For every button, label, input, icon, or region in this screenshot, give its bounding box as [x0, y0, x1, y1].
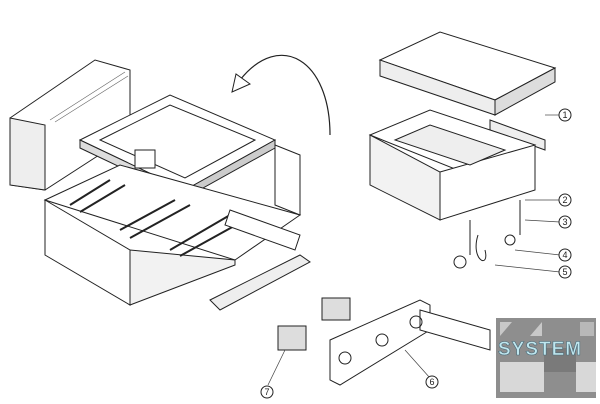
svg-text:3: 3 [562, 217, 567, 227]
gas-valve [277, 297, 351, 351]
callout-3: 3 [558, 215, 572, 229]
front-control-panel [329, 299, 491, 386]
callout-4: 4 [558, 248, 572, 262]
callout-1: 1 [558, 108, 572, 122]
griddle-body [368, 109, 537, 221]
assembly-arrow [239, 54, 331, 136]
thermocouple-parts [453, 200, 521, 269]
svg-text:6: 6 [429, 377, 434, 387]
svg-text:7: 7 [264, 387, 269, 397]
system4-logo: SYSTEM [496, 318, 596, 398]
callout-7: 7 [260, 385, 274, 399]
base-cabinet [43, 144, 302, 306]
top-frame [78, 94, 277, 199]
control-rail [209, 209, 311, 311]
callout-5: 5 [558, 265, 572, 279]
burner-tube [489, 119, 546, 151]
callout-6: 6 [425, 375, 439, 389]
svg-text:1: 1 [562, 110, 567, 120]
svg-text:SYSTEM: SYSTEM [498, 339, 582, 360]
svg-text:4: 4 [562, 250, 567, 260]
callout-2: 2 [558, 193, 572, 207]
svg-text:2: 2 [562, 195, 567, 205]
back-grille-panel [9, 59, 131, 191]
griddle-plate [378, 31, 557, 116]
svg-text:5: 5 [562, 267, 567, 277]
